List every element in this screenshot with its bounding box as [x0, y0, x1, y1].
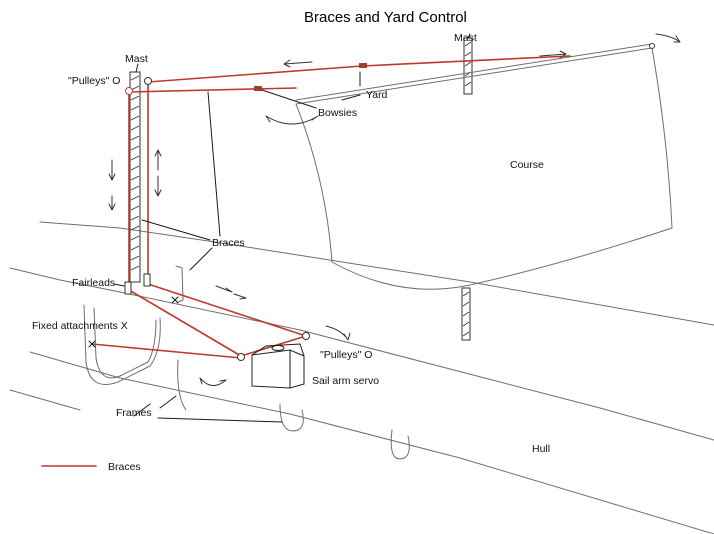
legend-label: Braces [108, 461, 141, 473]
label-fairleads: Fairleads [72, 277, 115, 289]
label-frames: Frames [116, 407, 152, 419]
mast-left [130, 72, 140, 282]
braces-lines [92, 56, 570, 358]
yard-spar [296, 44, 655, 105]
label-pulleys-top: "Pulleys" O [68, 75, 120, 87]
label-course: Course [510, 159, 544, 171]
label-sail-arm-servo: Sail arm servo [312, 375, 379, 387]
label-braces-mid: Braces [212, 237, 245, 249]
label-hull: Hull [532, 443, 550, 455]
motion-arrows [109, 34, 680, 386]
label-mast-right: Mast [454, 32, 477, 44]
mast-right [462, 38, 472, 340]
legend: Braces [42, 461, 141, 473]
label-mast-left: Mast [125, 53, 148, 65]
sail-arm-servo-box [238, 333, 310, 389]
label-yard: Yard [366, 89, 388, 101]
label-bowsies: Bowsies [318, 107, 357, 119]
course-sail [296, 48, 672, 289]
diagram-title: Braces and Yard Control [304, 9, 467, 26]
label-pulleys-bottom: "Pulleys" O [320, 349, 372, 361]
label-fixed-attachments: Fixed attachments X [32, 320, 128, 332]
